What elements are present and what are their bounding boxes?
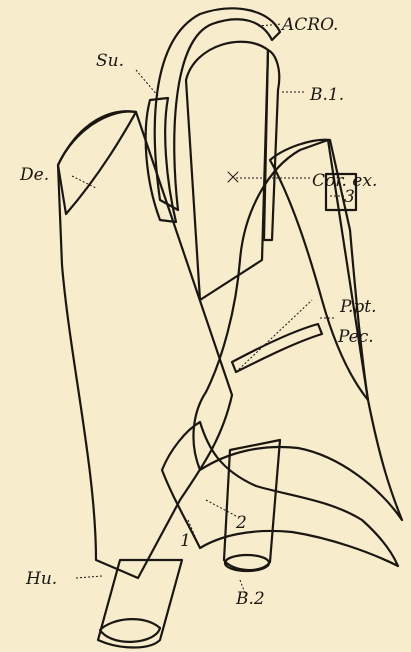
label-b1: B.1. — [309, 85, 344, 105]
label-2: 2 — [235, 513, 247, 533]
label-su: Su. — [96, 51, 124, 71]
label-acro: ACRO. — [280, 15, 338, 35]
label-hu: Hu. — [25, 569, 57, 589]
label-b2: B.2 — [235, 589, 265, 609]
label-pec: Pec. — [337, 327, 374, 347]
label-3: 3 — [344, 187, 355, 207]
label-ppt: P.pt. — [339, 297, 377, 317]
label-de: De. — [19, 165, 49, 185]
label-1: 1 — [180, 531, 191, 551]
